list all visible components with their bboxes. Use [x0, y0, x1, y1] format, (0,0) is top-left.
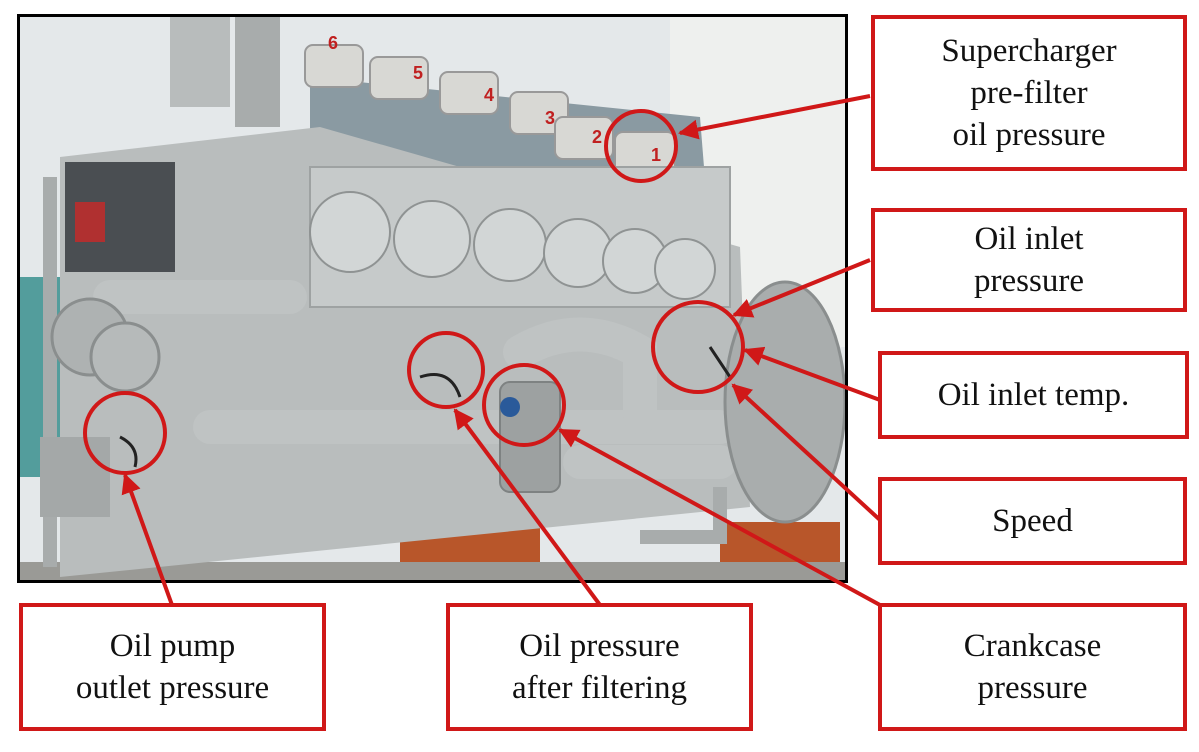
cylinder-number-6: 6 — [328, 33, 339, 53]
arrow-pump-outlet — [121, 473, 174, 606]
engine-photo: 6 5 4 3 2 1 — [17, 14, 848, 583]
label-crankcase-pressure: Crankcase pressure — [878, 603, 1187, 731]
label-oil-inlet-pressure: Oil inlet pressure — [871, 208, 1187, 312]
sensor-circle-pump-outlet — [83, 391, 167, 475]
cylinder-number-4: 4 — [484, 85, 495, 105]
cylinder-number-2: 2 — [592, 127, 603, 147]
label-oil-pressure-after-filtering: Oil pressure after filtering — [446, 603, 753, 731]
cylinder-number-5: 5 — [413, 63, 424, 83]
sensor-circle-oil-inlet — [651, 300, 745, 394]
label-oil-pump-outlet-pressure: Oil pump outlet pressure — [19, 603, 326, 731]
label-oil-inlet-temp: Oil inlet temp. — [878, 351, 1189, 439]
label-speed: Speed — [878, 477, 1187, 565]
arrow-oil-inlet-temp — [743, 346, 881, 402]
arrow-filtered-oil — [453, 408, 602, 607]
cylinder-number-3: 3 — [545, 108, 556, 128]
sensor-circle-filtered-oil — [407, 331, 485, 409]
sensor-circle-crankcase — [482, 363, 566, 447]
label-supercharger-prefilter-oil-pressure: Supercharger pre-filter oil pressure — [871, 15, 1187, 171]
arrow-supercharger — [678, 94, 871, 140]
arrow-speed — [731, 383, 882, 522]
arrow-crankcase — [558, 428, 881, 607]
engine-illustration — [20, 17, 845, 580]
sensor-circle-supercharger — [604, 109, 678, 183]
arrow-oil-inlet-pressure — [732, 258, 871, 318]
cylinder-number-1: 1 — [651, 145, 662, 165]
